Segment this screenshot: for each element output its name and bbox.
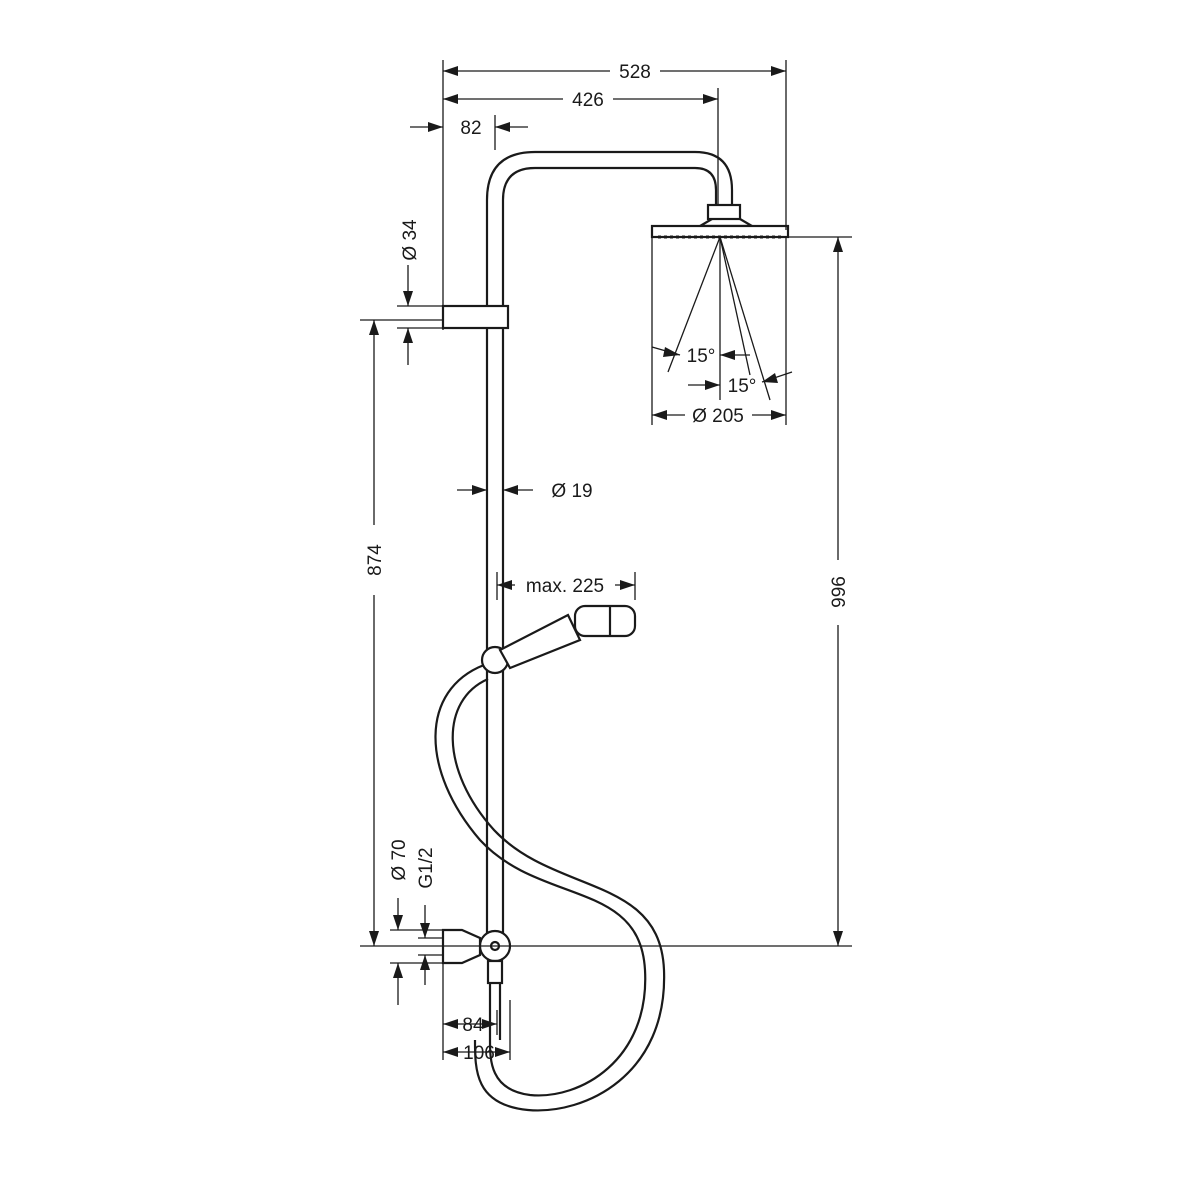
dim-bracket-diameter: Ø 34: [400, 219, 421, 261]
dim-overall-width: 528: [619, 62, 651, 83]
riser-pipe-outer: [485, 150, 734, 945]
hose-outer: [434, 663, 647, 1097]
dim-angle-left: 15°: [687, 346, 716, 367]
dim-wall-offset: 82: [460, 118, 481, 139]
dim-rail-diameter: Ø 19: [551, 481, 592, 502]
dim-thread: G1/2: [416, 847, 437, 888]
dim-connection-diameter: Ø 70: [389, 839, 410, 880]
riser-pipe-inner: [501, 166, 718, 945]
shower-outline: [434, 150, 790, 1112]
dim-rail-height: 874: [365, 544, 386, 576]
wall-bracket: [441, 304, 510, 330]
mixer-stem: [486, 959, 504, 985]
dim-total-height: 996: [829, 576, 850, 608]
dimension-labels: 528 426 82 Ø 34 15° 15° Ø 205 Ø 19 max. …: [365, 62, 850, 1064]
handshower-head: [573, 604, 637, 638]
headshower-connector: [706, 203, 742, 221]
handshower-handle: [498, 613, 582, 670]
headshower-plate: [650, 224, 790, 239]
dim-angle-right: 15°: [728, 376, 757, 397]
dim-mixer-depth: 84: [462, 1015, 484, 1036]
dim-handshower-max: max. 225: [526, 576, 604, 597]
dim-headshower-diameter: Ø 205: [692, 406, 744, 427]
dimension-lines: [360, 60, 852, 1060]
spray-angles: [667, 236, 771, 401]
dim-mixer-depth-total: 106: [463, 1043, 495, 1064]
dim-arm-reach: 426: [572, 90, 604, 111]
hose-inner: [451, 677, 666, 1112]
